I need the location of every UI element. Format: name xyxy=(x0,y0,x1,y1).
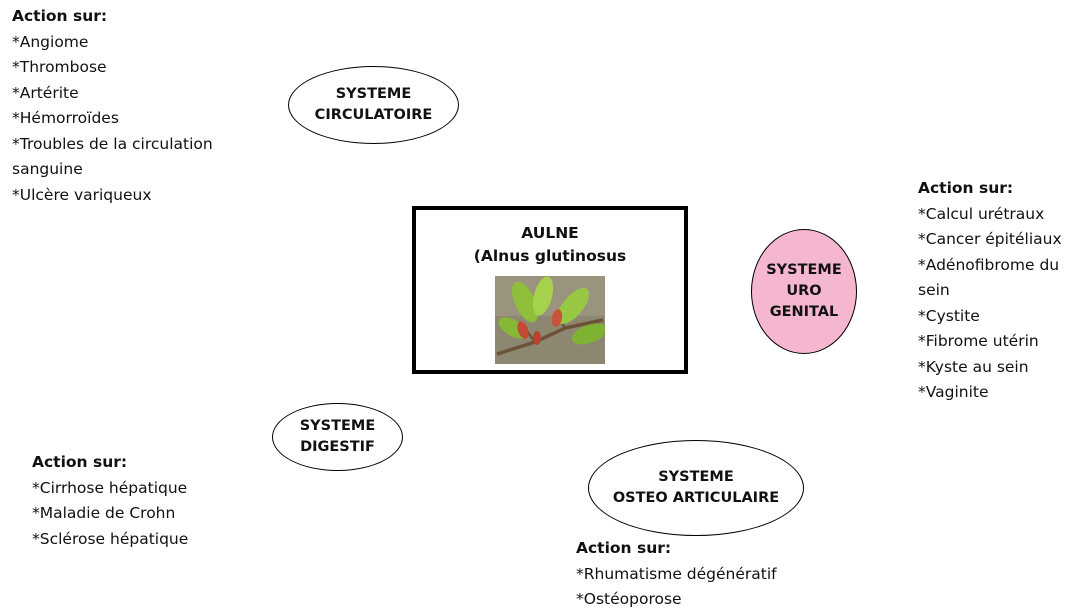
node-label: SYSTEME xyxy=(299,418,376,434)
plant-latin-name: (Alnus glutinosus xyxy=(473,247,627,265)
list-item: *Troubles de la circulation xyxy=(12,134,213,153)
list-item: *Ostéoporose xyxy=(576,590,682,608)
node-label: URO xyxy=(786,283,822,299)
list-item: *Vaginite xyxy=(918,383,989,401)
osteo-articular-system-node: SYSTEME OSTEO ARTICULAIRE xyxy=(588,440,804,536)
circulatory-system-node: SYSTEME CIRCULATOIRE xyxy=(288,66,459,144)
node-label: OSTEO ARTICULAIRE xyxy=(612,490,780,506)
plant-name: AULNE xyxy=(521,224,579,242)
list-item: *Cancer épitéliaux xyxy=(918,230,1062,248)
list-item: *Cystite xyxy=(918,306,980,325)
list-item: *Hémorroïdes xyxy=(12,109,119,127)
list-item: sanguine xyxy=(12,160,83,178)
node-label: SYSTEME xyxy=(658,469,734,485)
alder-bud-image xyxy=(495,276,607,364)
digestive-actions-header: Action sur: xyxy=(32,453,128,471)
list-item: *Fibrome utérin xyxy=(918,332,1039,350)
list-item: *Rhumatisme dégénératif xyxy=(576,564,777,583)
digestive-system-node: SYSTEME DIGESTIF xyxy=(272,403,403,471)
list-item: *Calcul urétraux xyxy=(918,204,1045,223)
list-item: *Thrombose xyxy=(12,58,107,76)
node-label: SYSTEME xyxy=(766,262,842,278)
node-label: SYSTEME xyxy=(335,86,412,102)
circulatory-actions: Action sur: *Angiome *Thrombose *Artérit… xyxy=(12,4,213,208)
list-item: *Kyste au sein xyxy=(918,357,1029,376)
plant-photo xyxy=(495,276,607,364)
osteo-actions-header: Action sur: xyxy=(576,539,672,557)
list-item: sein xyxy=(918,281,950,299)
urogenital-actions: Action sur: *Calcul urétraux *Cancer épi… xyxy=(918,176,1062,406)
list-item: *Adénofibrome du xyxy=(918,255,1060,274)
circulatory-actions-header: Action sur: xyxy=(12,7,108,25)
list-item: *Maladie de Crohn xyxy=(32,504,176,522)
list-item: *Cirrhose hépatique xyxy=(32,478,188,497)
list-item: *Sclérose hépatique xyxy=(32,529,189,548)
digestive-actions: Action sur: *Cirrhose hépatique *Maladie… xyxy=(32,450,188,552)
osteo-articular-actions: Action sur: *Rhumatisme dégénératif *Ost… xyxy=(576,536,777,613)
urogenital-system-node: SYSTEME URO GENITAL xyxy=(751,229,857,354)
node-label: CIRCULATOIRE xyxy=(314,107,433,123)
node-label: DIGESTIF xyxy=(300,439,375,455)
urogenital-actions-header: Action sur: xyxy=(918,179,1014,197)
list-item: *Angiome xyxy=(12,32,89,51)
list-item: *Ulcère variqueux xyxy=(12,185,152,204)
center-plant-box: AULNE (Alnus glutinosus xyxy=(412,206,688,374)
list-item: *Artérite xyxy=(12,83,79,102)
node-label: GENITAL xyxy=(769,304,839,320)
